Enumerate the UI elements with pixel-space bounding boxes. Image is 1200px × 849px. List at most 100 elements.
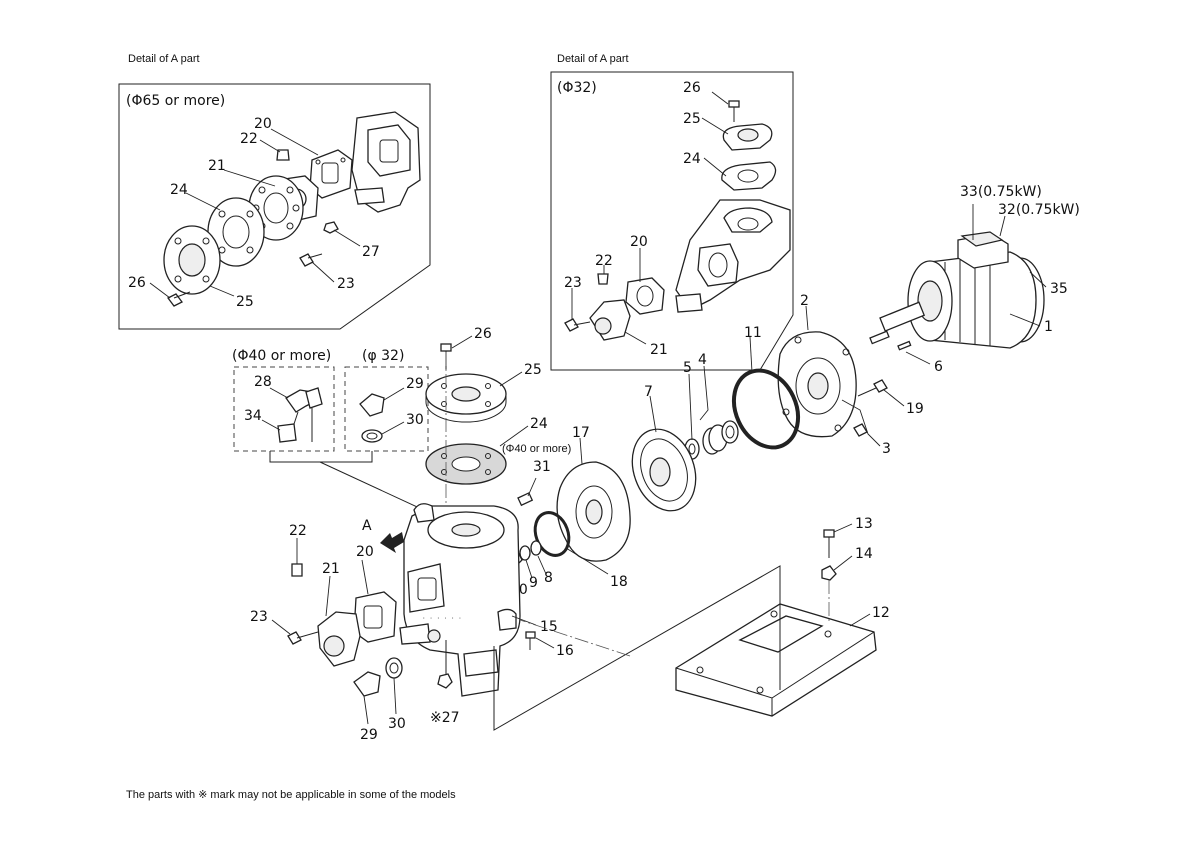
option-box-left: (Φ40 or more) 28 34: [232, 348, 335, 452]
right-gasket-24: [721, 161, 777, 191]
label-m-13: 13: [855, 516, 873, 532]
label-m-25: 25: [524, 362, 542, 378]
label-l1-22: 22: [240, 131, 258, 147]
main-plug-29: [353, 671, 381, 697]
base-plate-12: [675, 603, 877, 717]
label-m-8: 8: [544, 570, 553, 586]
label-m-15: 15: [540, 619, 558, 635]
motor-1: [869, 231, 1045, 351]
detail-box-left: (Φ65 or more): [118, 83, 431, 330]
nut-27: [437, 640, 453, 689]
detail-left-header: Detail of A part: [128, 53, 200, 65]
label-m-34: 34: [244, 408, 262, 424]
label-m-33: 33(0.75kW): [960, 184, 1042, 200]
view-arrow-a: [380, 532, 404, 553]
label-m-12: 12: [872, 605, 890, 621]
right-bolt-23: [564, 318, 591, 332]
washer-8: [530, 540, 542, 556]
option-box-right: (φ 32) 29 30: [344, 348, 429, 452]
label-m-29: 29: [406, 376, 424, 392]
left-gasket-24: [207, 197, 265, 267]
left-variant-label: (Φ65 or more): [126, 93, 225, 109]
label-m-18: 18: [610, 574, 628, 590]
main-left-variant-label: (Φ40 or more): [232, 348, 331, 364]
svg-text:· · · · · ·: · · · · · ·: [422, 615, 462, 622]
label-l1-21: 21: [208, 158, 226, 174]
label-m-1: 1: [1044, 319, 1053, 335]
label-m-19: 19: [906, 401, 924, 417]
main-washer-30: [385, 657, 403, 679]
label-m-a: A: [362, 518, 372, 534]
main-bolt-23: [287, 631, 319, 645]
left-flange-25: [163, 225, 221, 295]
label-r1-23: 23: [564, 275, 582, 291]
label-m-21: 21: [322, 561, 340, 577]
nut-14: [821, 565, 837, 581]
right-housing: [675, 199, 791, 313]
label-m-9: 9: [529, 575, 538, 591]
bolt-13: [823, 529, 835, 558]
label-m-30: 30: [406, 412, 424, 428]
right-variant-label: (Φ32): [557, 80, 597, 96]
label-m-2: 2: [800, 293, 809, 309]
right-flange-25: [722, 123, 773, 151]
label-m-5: 5: [683, 360, 692, 376]
label-m-22: 22: [289, 523, 307, 539]
washer-9: [519, 545, 531, 561]
footnote: The parts with ※ mark may not be applica…: [126, 789, 456, 801]
left-bolt-23: [299, 253, 323, 267]
left-gasket-20: [309, 149, 353, 199]
label-r1-24: 24: [683, 151, 701, 167]
label-m-4: 4: [698, 352, 707, 368]
label-l1-24: 24: [170, 182, 188, 198]
label-m-24-note: (Φ40 or more): [502, 443, 571, 455]
impeller-7: [631, 428, 697, 512]
main-flange-25: [425, 373, 507, 423]
label-m-31: 31: [533, 459, 551, 475]
right-gasket-20: [625, 277, 665, 315]
casing-cover-17: [556, 461, 631, 562]
right-plug-22: [597, 273, 609, 285]
plug-31: [517, 492, 534, 507]
label-m-16: 16: [556, 643, 574, 659]
label-l1-25: 25: [236, 294, 254, 310]
label-r1-26: 26: [683, 80, 701, 96]
right-bolt-26: [728, 100, 740, 122]
label-m-26: 26: [474, 326, 492, 342]
label-m-20: 20: [356, 544, 374, 560]
label-m-35: 35: [1050, 281, 1068, 297]
bracket-2: [777, 331, 857, 438]
label-m-23: 23: [250, 609, 268, 625]
label-m-17: 17: [572, 425, 590, 441]
bolt-16: [525, 631, 536, 650]
detail-box-right: (Φ32): [550, 71, 794, 371]
main-gasket-24: [425, 443, 507, 485]
label-m-6: 6: [934, 359, 943, 375]
label-m-32: 32(0.75kW): [998, 202, 1080, 218]
main-plug-22: [291, 563, 303, 577]
o-ring-11: [731, 368, 801, 450]
label-m-28: 28: [254, 374, 272, 390]
label-r1-22: 22: [595, 253, 613, 269]
label-m-24: 24: [530, 416, 548, 432]
detail-right-header: Detail of A part: [557, 53, 629, 65]
label-l1-27: 27: [362, 244, 380, 260]
label-l1-26: 26: [128, 275, 146, 291]
label-r1-25: 25: [683, 111, 701, 127]
left-bolt-26: [167, 291, 191, 307]
label-m-30b: 30: [388, 716, 406, 732]
main-right-variant-label: (φ 32): [362, 348, 404, 364]
label-m-7: 7: [644, 384, 653, 400]
label-l1-20: 20: [254, 116, 272, 132]
label-l1-23: 23: [337, 276, 355, 292]
pump-casing-15: · · · · · ·: [399, 503, 521, 697]
label-r1-20: 20: [630, 234, 648, 250]
left-plug-22: [276, 149, 290, 161]
label-r1-21: 21: [650, 342, 668, 358]
label-m-14: 14: [855, 546, 873, 562]
main-block-21: [317, 611, 361, 667]
seal-4: [702, 420, 739, 455]
bolt-19: [857, 379, 888, 397]
right-block-21: [589, 299, 631, 341]
